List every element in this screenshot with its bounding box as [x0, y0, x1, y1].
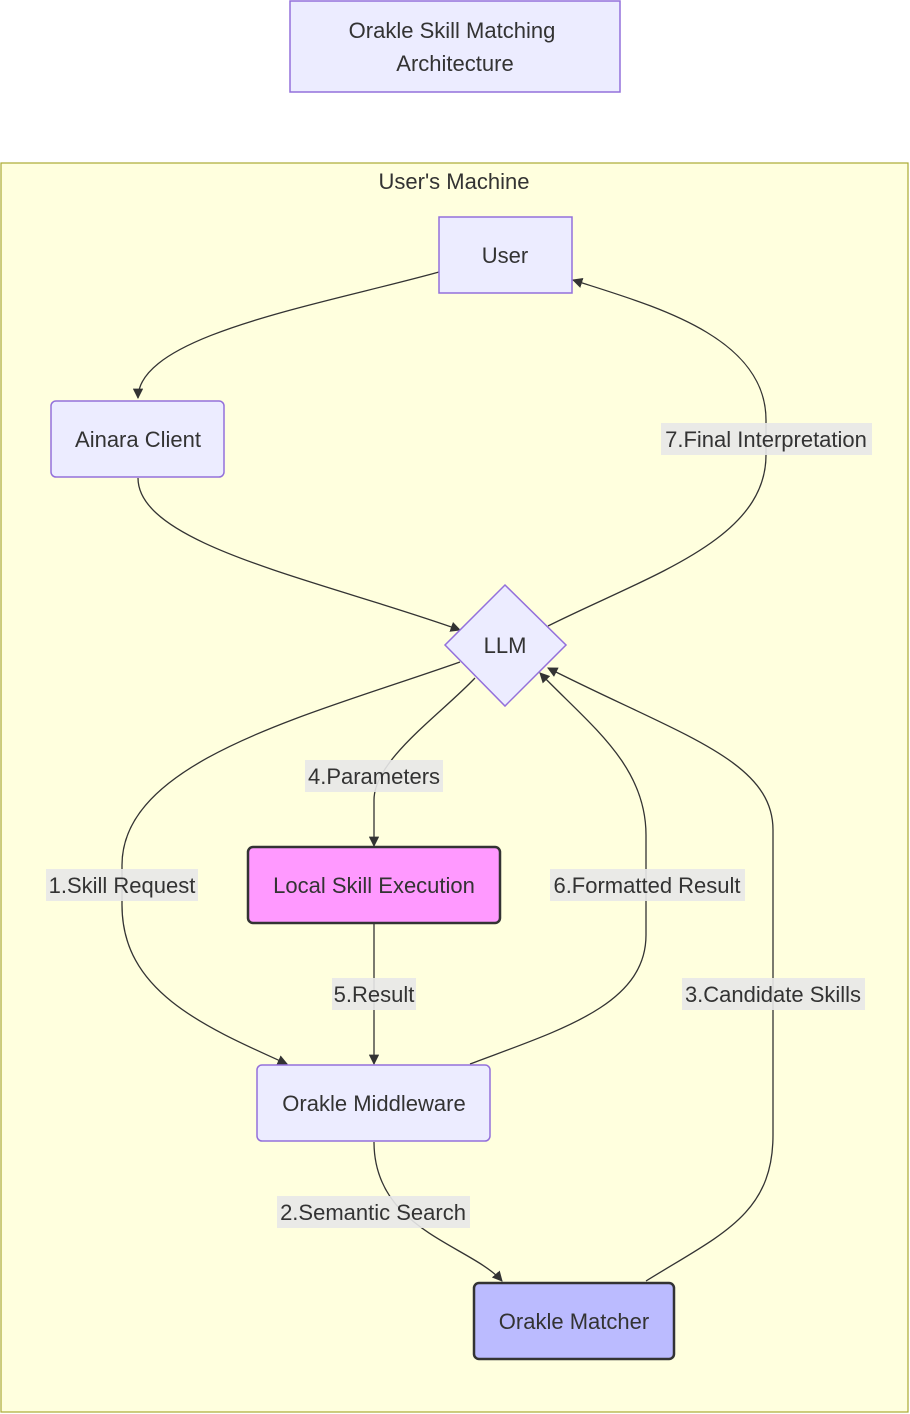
- edge-middleware-to-llm: [469, 672, 647, 1065]
- svg-text:LLM: LLM: [484, 633, 527, 658]
- edge-client-to-llm: [137, 477, 461, 632]
- edge-user-to-client: [132, 271, 440, 400]
- node-llm: LLM: [443, 583, 568, 708]
- edge-middleware-to-matcher: [373, 1141, 503, 1282]
- svg-text:3.Candidate Skills: 3.Candidate Skills: [685, 982, 861, 1007]
- edge-label-candidate-skills: 3.Candidate Skills: [682, 978, 865, 1010]
- title-line-2: Architecture: [396, 51, 513, 76]
- node-user: User: [438, 216, 573, 294]
- edge-llm-to-middleware: [121, 661, 461, 1065]
- edge-labels: 7.Final Interpretation 4.Parameters 1.Sk…: [46, 423, 872, 1228]
- edge-label-formatted-result: 6.Formatted Result: [550, 869, 745, 901]
- svg-text:1.Skill Request: 1.Skill Request: [49, 873, 196, 898]
- edge-label-result: 5.Result: [332, 978, 416, 1010]
- edge-label-parameters: 4.Parameters: [305, 760, 443, 792]
- svg-text:5.Result: 5.Result: [334, 982, 415, 1007]
- edge-label-skill-request: 1.Skill Request: [46, 869, 198, 901]
- edge-label-semantic-search: 2.Semantic Search: [277, 1196, 470, 1228]
- svg-text:User: User: [482, 243, 528, 268]
- svg-text:7.Final Interpretation: 7.Final Interpretation: [665, 427, 867, 452]
- svg-text:2.Semantic Search: 2.Semantic Search: [280, 1200, 466, 1225]
- node-orakle-middleware: Orakle Middleware: [256, 1064, 491, 1142]
- svg-text:Local Skill Execution: Local Skill Execution: [273, 873, 475, 898]
- edge-llm-to-local: [368, 677, 476, 848]
- node-orakle-matcher: Orakle Matcher: [472, 1281, 676, 1361]
- cluster-label: User's Machine: [379, 169, 530, 194]
- edge-label-final-interpretation: 7.Final Interpretation: [661, 423, 872, 455]
- svg-text:Orakle Matcher: Orakle Matcher: [499, 1309, 649, 1334]
- edge-matcher-to-llm: [547, 667, 774, 1282]
- node-local-skill-execution: Local Skill Execution: [246, 845, 502, 925]
- node-ainara-client: Ainara Client: [50, 400, 225, 478]
- diagram-title: Orakle Skill Matching Architecture: [289, 0, 621, 93]
- svg-text:6.Formatted Result: 6.Formatted Result: [553, 873, 740, 898]
- title-line-1: Orakle Skill Matching: [349, 18, 556, 43]
- svg-text:Orakle Middleware: Orakle Middleware: [282, 1091, 465, 1116]
- svg-text:Ainara Client: Ainara Client: [75, 427, 201, 452]
- svg-text:4.Parameters: 4.Parameters: [308, 764, 440, 789]
